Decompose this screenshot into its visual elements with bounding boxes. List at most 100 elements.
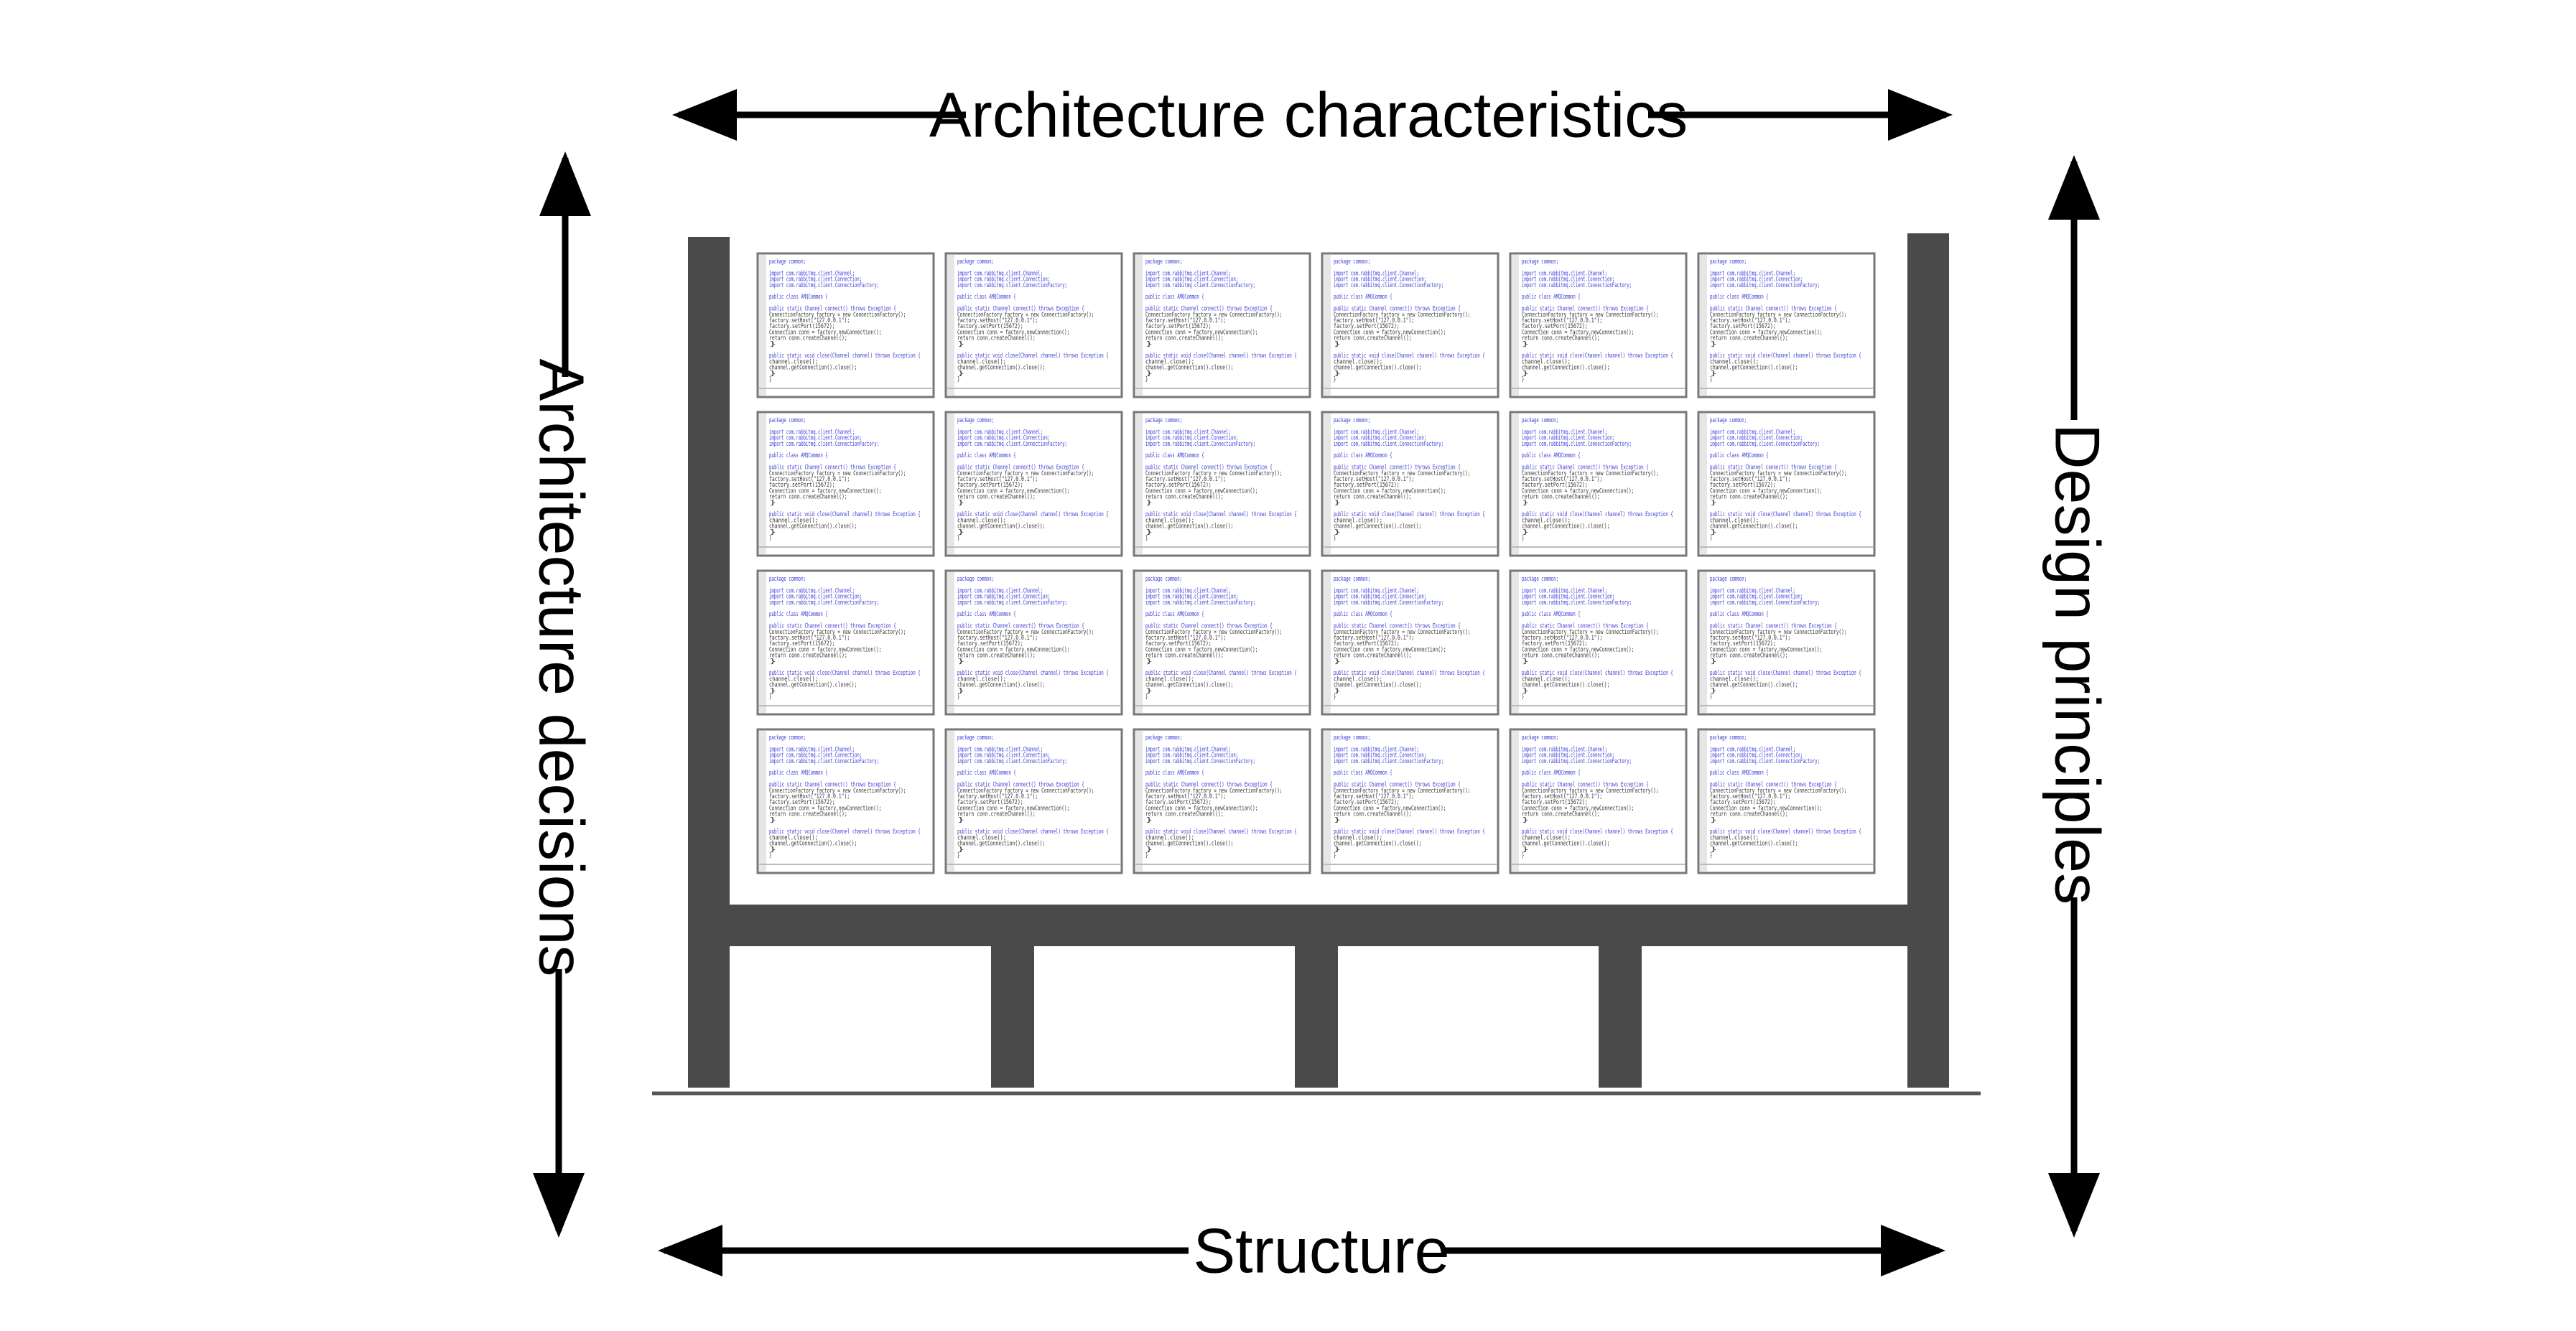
code-line: public class AMQCommon { — [1710, 770, 1769, 777]
code-line: public static Channel connect() throws E… — [957, 782, 1084, 789]
code-line: return conn.createChannel(); — [769, 335, 847, 342]
code-line: import com.rabbitmq.client.ConnectionFac… — [769, 441, 879, 448]
code-screen: package common;import com.rabbitmq.clien… — [1133, 728, 1311, 874]
code-line: channel.close(); — [1145, 676, 1194, 683]
code-line: public static Channel connect() throws E… — [1710, 464, 1837, 472]
code-screen: package common;import com.rabbitmq.clien… — [1509, 252, 1688, 398]
code-line: factory.setHost("127.0.0.1"); — [1334, 793, 1414, 800]
code-line: import com.rabbitmq.client.Channel; — [1522, 270, 1607, 277]
code-line: } — [769, 688, 776, 695]
code-line: package common; — [957, 417, 994, 424]
code-screen: package common;import com.rabbitmq.clien… — [1321, 569, 1499, 716]
code-line: } — [769, 846, 776, 854]
screen-border — [944, 252, 1123, 398]
code-line: factory.setHost("127.0.0.1"); — [1710, 793, 1790, 800]
code-line: public class AMQCommon { — [957, 452, 1016, 459]
code-line: } — [957, 846, 964, 854]
code-line: factory.setPort(15672); — [1710, 482, 1776, 489]
inner-leg-3 — [1599, 946, 1642, 1088]
code-line: import com.rabbitmq.client.ConnectionFac… — [1522, 599, 1632, 607]
code-line: public static void close(Channel channel… — [1334, 352, 1485, 360]
code-line: } — [769, 852, 771, 859]
screen-border — [1321, 569, 1499, 716]
line-number-gutter — [1324, 414, 1331, 554]
code-line: public static Channel connect() throws E… — [957, 623, 1084, 630]
code-line: public static void close(Channel channel… — [769, 828, 921, 836]
code-line: public static void close(Channel channel… — [1334, 670, 1485, 677]
code-line: } — [1334, 535, 1336, 542]
code-line: ConnectionFactory factory = new Connecti… — [1710, 788, 1846, 795]
code-line: return conn.createChannel(); — [769, 653, 847, 660]
code-line: } — [1710, 693, 1712, 701]
code-screen: package common;import com.rabbitmq.clien… — [756, 569, 935, 716]
code-line: package common; — [1522, 576, 1558, 583]
code-screen: package common;import com.rabbitmq.clien… — [1697, 252, 1876, 398]
code-line: import com.rabbitmq.client.Channel; — [1522, 587, 1607, 594]
code-line: Connection conn = factory.newConnection(… — [1710, 487, 1822, 495]
code-line: Connection conn = factory.newConnection(… — [1145, 646, 1257, 653]
code-line: import com.rabbitmq.client.ConnectionFac… — [1334, 758, 1443, 765]
code-line: return conn.createChannel(); — [957, 494, 1036, 501]
code-line: } — [957, 341, 964, 348]
code-line: import com.rabbitmq.client.ConnectionFac… — [1710, 282, 1820, 289]
code-line: return conn.createChannel(); — [1145, 653, 1224, 660]
code-line: factory.setPort(15672); — [957, 640, 1023, 648]
code-line: import com.rabbitmq.client.ConnectionFac… — [1710, 441, 1820, 448]
code-line: channel.getConnection().close(); — [769, 841, 857, 848]
code-line: public class AMQCommon { — [1145, 770, 1204, 777]
code-line: } — [1710, 376, 1712, 383]
code-line: import com.rabbitmq.client.Connection; — [1710, 752, 1803, 760]
code-line: import com.rabbitmq.client.ConnectionFac… — [1334, 282, 1443, 289]
code-line: ConnectionFactory factory = new Connecti… — [769, 629, 906, 636]
code-line: channel.close(); — [1145, 358, 1194, 365]
code-line: import com.rabbitmq.client.Channel; — [1145, 587, 1231, 594]
code-line: import com.rabbitmq.client.Connection; — [1334, 752, 1426, 760]
code-line: channel.close(); — [1334, 834, 1382, 841]
code-line: package common; — [957, 258, 994, 266]
code-line: channel.close(); — [1522, 834, 1571, 841]
code-screen: package common; import com.rabbitmq.clien… — [1321, 252, 1499, 398]
code-line: import com.rabbitmq.client.Channel; — [1145, 270, 1231, 277]
code-line: factory.setHost("127.0.0.1"); — [1145, 635, 1226, 642]
code-line: import com.rabbitmq.client.Connection; — [957, 594, 1050, 601]
code-line: public class AMQCommon { — [769, 452, 828, 459]
code-line: public static void close(Channel channel… — [1334, 511, 1485, 518]
code-line: } — [957, 535, 959, 542]
code-line: import com.rabbitmq.client.Channel; — [769, 746, 855, 753]
code-line: return conn.createChannel(); — [1710, 494, 1788, 501]
code-screen-grid: package common; import com.rabbitmq.clien… — [756, 252, 1876, 874]
code-line: public class AMQCommon { — [957, 611, 1016, 618]
code-line: } — [1522, 852, 1524, 859]
code-line: channel.getConnection().close(); — [957, 523, 1045, 531]
code-line: } — [1334, 693, 1336, 701]
code-line: public static void close(Channel channel… — [957, 511, 1109, 518]
code-line: public class AMQCommon { — [769, 770, 828, 777]
code-line: channel.close(); — [1145, 834, 1194, 841]
code-line: return conn.createChannel(); — [957, 335, 1036, 342]
code-line: public static void close(Channel channel… — [1710, 352, 1861, 360]
code-line: package common; — [769, 258, 806, 266]
code-line: factory.setHost("127.0.0.1"); — [957, 793, 1038, 800]
code-line: } — [1145, 370, 1153, 378]
code-line: import com.rabbitmq.client.Channel; — [1334, 270, 1419, 277]
code-line: import com.rabbitmq.client.Connection; — [1334, 276, 1426, 284]
code-line: } — [769, 658, 776, 666]
code-line: factory.setPort(15672); — [769, 482, 835, 489]
code-line: } — [769, 370, 776, 378]
code-line: public static void close(Channel channel… — [957, 828, 1109, 836]
code-line: package common; — [769, 417, 806, 424]
code-line: import com.rabbitmq.client.ConnectionFac… — [957, 599, 1067, 607]
line-number-gutter — [1700, 255, 1707, 396]
code-line: return conn.createChannel(); — [1522, 653, 1600, 660]
code-line: ConnectionFactory factory = new Connecti… — [1145, 629, 1282, 636]
code-line: package common; — [957, 576, 994, 583]
code-line: factory.setPort(15672); — [769, 323, 835, 330]
code-line: channel.close(); — [769, 358, 818, 365]
code-line: package common; — [1334, 258, 1370, 266]
code-line: public static void close(Channel channel… — [957, 352, 1109, 360]
code-line: ConnectionFactory factory = new Connecti… — [957, 788, 1094, 795]
code-line: import com.rabbitmq.client.ConnectionFac… — [1522, 441, 1632, 448]
code-line: public static void close(Channel channel… — [1710, 511, 1861, 518]
code-line: import com.rabbitmq.client.Channel; — [1145, 746, 1231, 753]
